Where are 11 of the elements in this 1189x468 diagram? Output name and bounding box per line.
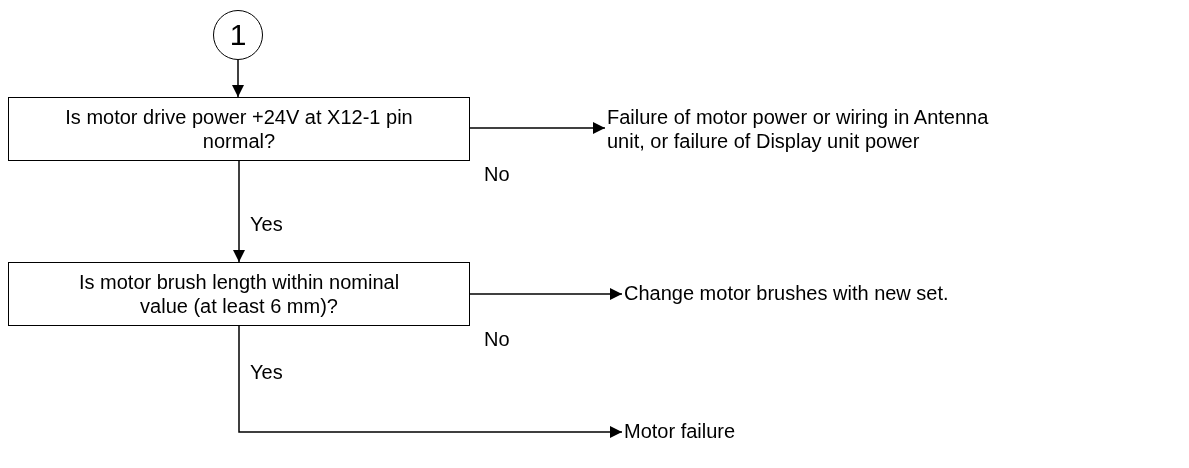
connector-circle: 1 — [213, 10, 263, 60]
arrow — [469, 288, 623, 300]
decision-box: Is motor drive power +24V at X12-1 pin normal? — [8, 97, 470, 161]
arrow — [469, 122, 606, 134]
result-text: Failure of motor power or wiring in Antenna unit, or failure of Display unit power — [607, 105, 990, 153]
decision-box: Is motor brush length within nominal value (at least 6 mm)? — [8, 262, 470, 326]
result-text: Change motor brushes with new set. — [624, 281, 949, 305]
arrow — [233, 160, 245, 263]
arrow — [232, 59, 244, 98]
result-text: Motor failure — [624, 419, 736, 443]
arrow — [238, 325, 623, 438]
